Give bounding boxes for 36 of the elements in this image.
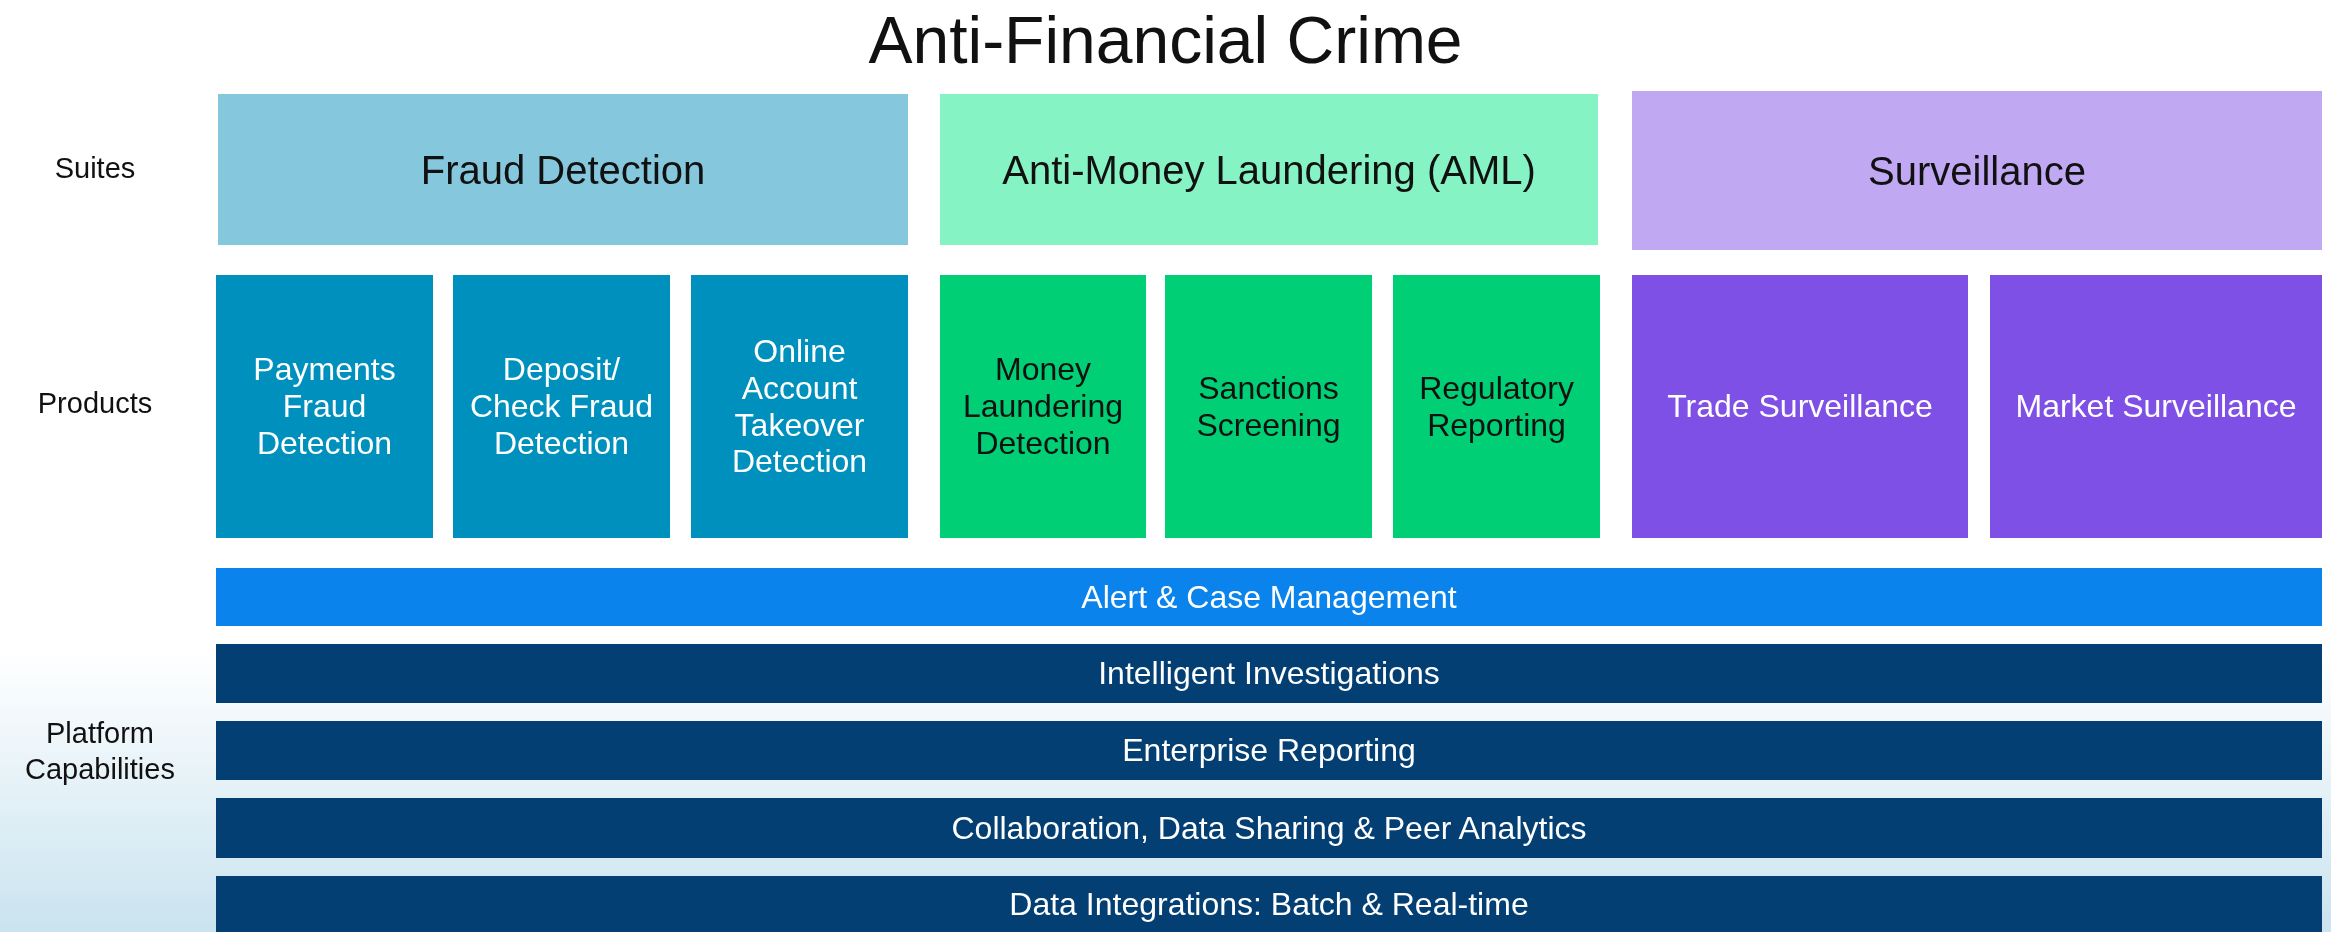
suite-box — [1632, 91, 2322, 250]
capability-name: Collaboration, Data Sharing & Peer Analytics — [951, 809, 1587, 847]
capability-bar — [216, 876, 2322, 932]
product-box — [1632, 275, 1968, 538]
capability-bar — [216, 568, 2322, 626]
capability-bar — [216, 644, 2322, 703]
suite-title: Fraud Detection — [420, 146, 706, 193]
suite-title: Surveillance — [1868, 147, 2086, 194]
product-name: Regulatory Reporting — [1418, 369, 1575, 444]
product-box — [1165, 275, 1372, 538]
product-box — [691, 275, 908, 538]
diagram-title: Anti-Financial Crime — [867, 2, 1464, 78]
row-label: Products — [36, 386, 154, 421]
suite-title: Anti-Money Laundering (AML) — [1002, 146, 1536, 193]
product-box — [1393, 275, 1600, 538]
capability-name: Alert & Case Management — [1081, 578, 1457, 616]
capability-name: Intelligent Investigations — [1098, 655, 1440, 692]
product-box — [940, 275, 1146, 538]
product-name: Money Laundering Detection — [961, 351, 1125, 462]
capability-name: Data Integrations: Batch & Real-time — [1009, 885, 1529, 923]
suite-box — [940, 94, 1598, 245]
product-box — [1990, 275, 2322, 538]
row-label: Suites — [53, 151, 137, 186]
product-name: Payments Fraud Detection — [252, 351, 397, 462]
product-name: Trade Surveillance — [1667, 388, 1933, 425]
capability-bar — [216, 798, 2322, 858]
capability-bar — [216, 721, 2322, 780]
capability-name: Enterprise Reporting — [1122, 732, 1416, 769]
row-label: Platform Capabilities — [24, 716, 176, 788]
product-name: Online Account Takeover Detection — [730, 332, 869, 481]
product-name: Market Surveillance — [2015, 388, 2297, 425]
product-name: Sanctions Screening — [1195, 369, 1342, 444]
suite-box — [218, 94, 908, 245]
product-box — [216, 275, 433, 538]
product-name: Deposit/ Check Fraud Detection — [468, 351, 655, 462]
product-box — [453, 275, 670, 538]
